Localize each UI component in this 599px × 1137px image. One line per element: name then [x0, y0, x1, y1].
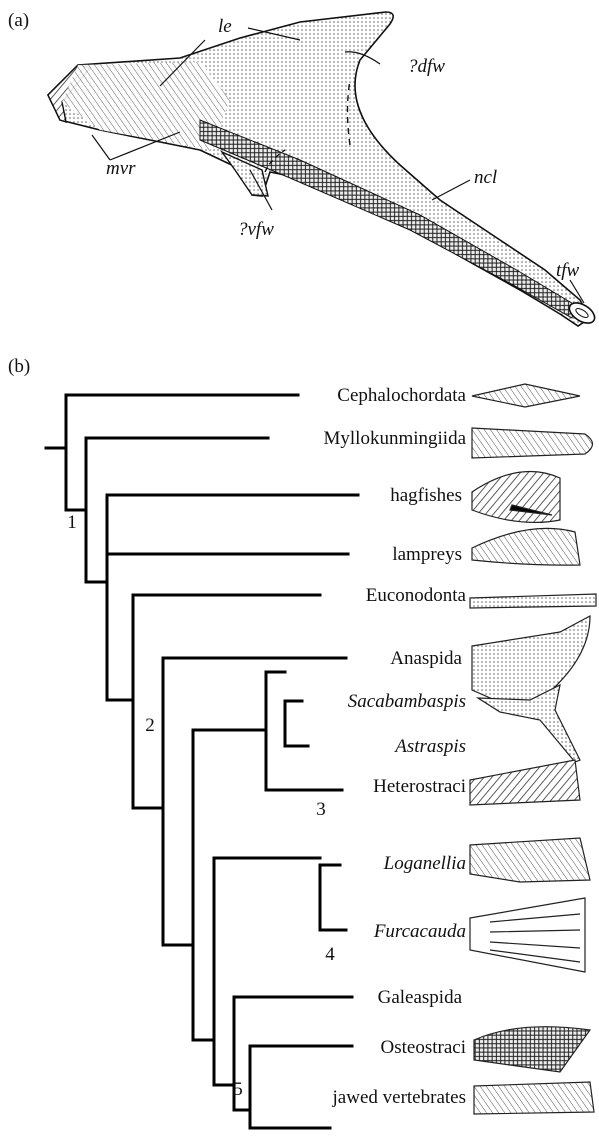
node-number-5: 5: [233, 1079, 243, 1100]
heterostraci-tail-icon: [470, 760, 580, 805]
panel-b: (b) Cephalochordata Myllokunmingiida hag…: [8, 356, 596, 1128]
taxon-label: Myllokunmingiida: [324, 428, 467, 449]
taxon-label: Cephalochordata: [337, 385, 466, 406]
taxon-label: Astraspis: [393, 736, 466, 757]
tail-illustrations: [470, 384, 596, 1114]
label-tfw: tfw: [556, 260, 580, 281]
label-ncl: ncl: [474, 167, 497, 188]
taxon-label: Furcacauda: [373, 921, 466, 942]
euconodonta-tail-icon: [470, 594, 596, 608]
jawed-vertebrate-tail-icon: [474, 1082, 594, 1114]
node-number-4: 4: [325, 944, 335, 965]
taxon-label: Anaspida: [390, 648, 462, 669]
taxon-label: Heterostraci: [373, 776, 466, 797]
taxon-label: Sacabambaspis: [348, 691, 466, 712]
cephalochordata-tail-icon: [472, 384, 580, 407]
panel-a-label: (a): [8, 10, 29, 31]
label-mvr: mvr: [106, 158, 136, 179]
node-number-1: 1: [67, 512, 77, 533]
taxon-label: hagfishes: [390, 485, 462, 506]
panel-a: (a) le: [8, 10, 598, 327]
label-vfw: ?vfw: [238, 219, 274, 240]
taxon-label: jawed vertebrates: [332, 1087, 466, 1108]
osteostraci-tail-icon: [474, 1027, 590, 1072]
taxon-label: Loganellia: [383, 853, 466, 874]
taxon-label: lampreys: [392, 544, 462, 565]
lamprey-tail-icon: [472, 528, 580, 565]
label-dfw: ?dfw: [408, 56, 445, 77]
taxon-label: Galeaspida: [378, 987, 463, 1008]
cladogram-branches-lower: [46, 395, 358, 1128]
panel-b-label: (b): [8, 356, 30, 377]
loganellia-tail-icon: [470, 838, 590, 882]
taxon-label: Osteostraci: [381, 1037, 466, 1058]
taxon-label: Euconodonta: [366, 585, 467, 606]
taxon-labels: Cephalochordata Myllokunmingiida hagfish…: [324, 385, 467, 1108]
node-number-2: 2: [145, 715, 155, 736]
node-number-3: 3: [316, 799, 326, 820]
label-le: le: [218, 16, 232, 37]
myllokunmingiida-tail-icon: [472, 428, 593, 458]
